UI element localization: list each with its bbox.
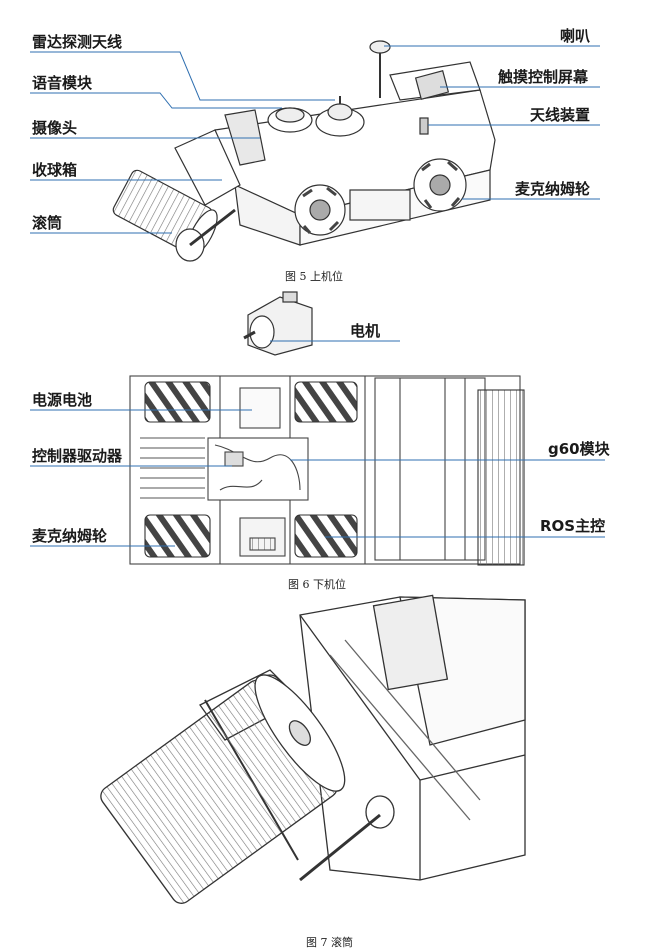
label-ball-box: 收球箱 [32, 161, 78, 179]
figure6-chassis-drawing [129, 375, 525, 566]
figure7-caption: 图 7 滚筒 [306, 936, 353, 949]
label-motor: 电机 [350, 322, 381, 340]
label-voice-module: 语音模块 [32, 74, 93, 92]
figure6-caption: 图 6 下机位 [288, 578, 346, 591]
label-camera: 摄像头 [32, 119, 78, 137]
label-antenna-device: 天线装置 [530, 106, 591, 124]
figure5-leader-lines [30, 45, 600, 234]
figure5-robot-drawing [112, 40, 496, 262]
figure6-motor-drawing [243, 291, 313, 356]
label-g60-module: g60模块 [548, 440, 610, 458]
label-controller-driver: 控制器驱动器 [32, 447, 123, 465]
label-horn: 喇叭 [560, 27, 591, 45]
label-power-battery: 电源电池 [32, 391, 93, 409]
label-mecanum-wheel-bottom: 麦克纳姆轮 [32, 527, 108, 545]
label-mecanum-wheel-top: 麦克纳姆轮 [515, 180, 591, 198]
label-roller: 滚筒 [32, 214, 63, 232]
figure6-leader-lines [30, 340, 605, 547]
label-touch-screen: 触摸控制屏幕 [498, 68, 589, 86]
label-radar-antenna: 雷达探测天线 [32, 33, 123, 51]
figure5-caption: 图 5 上机位 [285, 270, 343, 283]
figure7-roller-drawing [100, 594, 526, 904]
label-ros-main: ROS主控 [540, 517, 606, 535]
